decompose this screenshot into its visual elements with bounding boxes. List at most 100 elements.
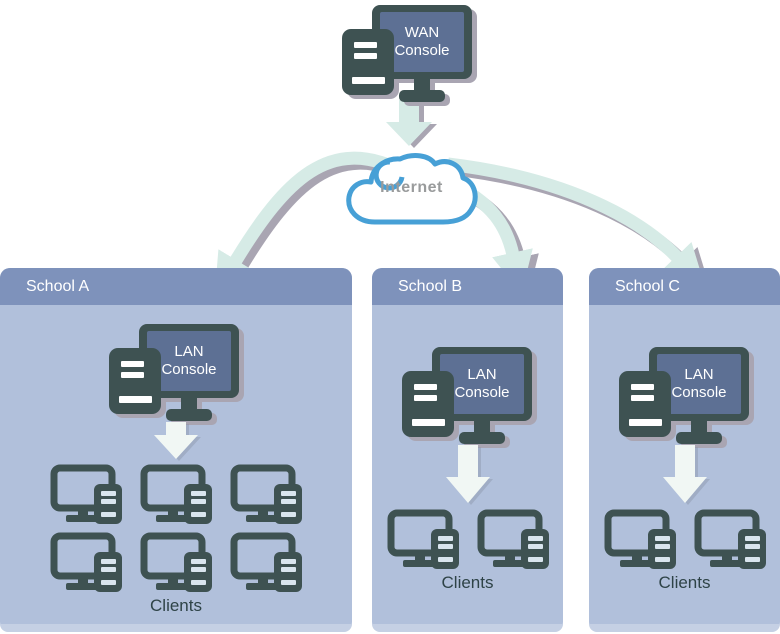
lan-console-monitor: LAN Console xyxy=(139,324,239,398)
client-tower-bar xyxy=(191,580,206,585)
tower-drive-bar xyxy=(629,419,662,426)
lan-console-tower xyxy=(109,348,161,414)
lan-console-neck xyxy=(181,397,197,410)
wan-console-icon: WAN Console xyxy=(342,5,474,102)
lan-console-neck xyxy=(474,420,490,433)
school-b-title: School B xyxy=(398,277,463,295)
wan-console-base xyxy=(399,90,445,102)
lan-console-tower xyxy=(402,371,454,437)
tower-vent-bar xyxy=(414,384,437,390)
wan-console-tower xyxy=(342,29,394,95)
lan-console-base xyxy=(166,409,212,421)
client-monitor-base xyxy=(402,560,437,567)
client-tower-bar xyxy=(191,512,206,517)
client-computer-icon xyxy=(50,532,122,592)
client-tower-bar xyxy=(527,536,543,541)
client-monitor-neck xyxy=(504,553,515,562)
tower-drive-bar xyxy=(119,396,152,403)
school-c-clients-group: Clients xyxy=(589,507,780,593)
client-tower-bar xyxy=(281,512,296,517)
client-tower-bar xyxy=(281,567,296,572)
client-computer-icon xyxy=(694,509,766,569)
client-computer-icon xyxy=(140,464,212,524)
client-computer-icon xyxy=(140,532,212,592)
client-tower-bar xyxy=(744,544,760,549)
client-computer-icon xyxy=(387,509,459,569)
client-computer-icon xyxy=(477,509,549,569)
school-a-panel: School A LAN Console xyxy=(0,268,352,632)
client-computer-icon xyxy=(230,464,302,524)
console-to-clients-arrow xyxy=(663,445,707,503)
client-tower-bar xyxy=(101,512,116,517)
school-b-lan-console-icon: LAN Console xyxy=(402,347,534,444)
internet-to-school-a-arrow xyxy=(214,151,403,296)
client-tower-bar xyxy=(281,491,296,496)
client-tower-bar xyxy=(437,536,453,541)
client-tower-bar xyxy=(101,499,116,504)
client-tower-bar xyxy=(101,491,116,496)
client-tower-bar xyxy=(437,544,453,549)
school-c-title: School C xyxy=(615,277,680,295)
cloud-curl-detail xyxy=(373,159,405,191)
client-monitor-base xyxy=(246,515,280,522)
client-tower-bar xyxy=(101,559,116,564)
school-b-header: School B xyxy=(372,268,563,305)
console-to-clients-arrow xyxy=(154,422,198,459)
client-monitor-base xyxy=(492,560,527,567)
client-computer-icon xyxy=(50,464,122,524)
school-c-panel: School C LAN Console xyxy=(589,268,780,632)
school-a-title: School A xyxy=(26,277,90,295)
client-tower-bar xyxy=(191,567,206,572)
client-monitor-neck xyxy=(258,576,268,585)
lan-console-label-line1: LAN xyxy=(467,366,497,383)
client-tower-bar xyxy=(281,559,296,564)
client-tower-bar xyxy=(191,499,206,504)
client-computer-icon xyxy=(604,509,676,569)
client-monitor-neck xyxy=(721,553,732,562)
school-a-clients-group: Clients xyxy=(0,462,352,616)
lan-console-label-line2: Console xyxy=(454,384,510,401)
tower-vent-bar xyxy=(354,53,377,59)
internet-label: Internet xyxy=(380,179,443,196)
school-b-clients-group: Clients xyxy=(372,507,563,593)
tower-drive-bar xyxy=(352,77,385,84)
client-tower-bar xyxy=(527,544,543,549)
client-monitor-base xyxy=(709,560,744,567)
client-monitor-neck xyxy=(631,553,642,562)
school-a-lan-console-icon: LAN Console xyxy=(109,324,241,421)
wan-to-internet-arrow xyxy=(386,100,432,146)
school-a-header: School A xyxy=(0,268,352,305)
school-a-clients-label: Clients xyxy=(150,596,202,615)
wan-console-label-line1: WAN xyxy=(404,24,440,41)
lan-console-tower xyxy=(619,371,671,437)
client-tower-bar xyxy=(191,491,206,496)
client-monitor-neck xyxy=(168,576,178,585)
internet-cloud-icon xyxy=(346,153,478,225)
school-c-clients-label: Clients xyxy=(658,573,711,592)
client-monitor-base xyxy=(66,583,100,590)
client-tower-bar xyxy=(744,536,760,541)
connections-layer xyxy=(214,100,706,296)
tower-vent-bar xyxy=(121,372,144,378)
client-monitor-neck xyxy=(168,508,178,517)
tower-vent-bar xyxy=(354,42,377,48)
client-monitor-base xyxy=(619,560,654,567)
lan-console-base xyxy=(459,432,505,444)
tower-vent-bar xyxy=(631,384,654,390)
internet-to-school-c-arrow xyxy=(447,157,706,287)
wan-console-label-line2: Console xyxy=(394,42,450,59)
client-monitor-base xyxy=(156,583,190,590)
client-monitor-neck xyxy=(258,508,268,517)
tower-drive-bar xyxy=(412,419,445,426)
school-b-panel: School B LAN Console xyxy=(372,268,563,632)
school-c-lan-console-icon: LAN Console xyxy=(619,347,751,444)
console-to-clients-arrow xyxy=(446,445,490,503)
client-tower-bar xyxy=(654,536,670,541)
lan-console-label-line2: Console xyxy=(161,361,217,378)
client-tower-bar xyxy=(281,499,296,504)
school-a-clients-grid xyxy=(48,462,304,592)
client-monitor-neck xyxy=(78,508,88,517)
school-b-clients-grid xyxy=(385,507,551,569)
client-monitor-neck xyxy=(78,576,88,585)
